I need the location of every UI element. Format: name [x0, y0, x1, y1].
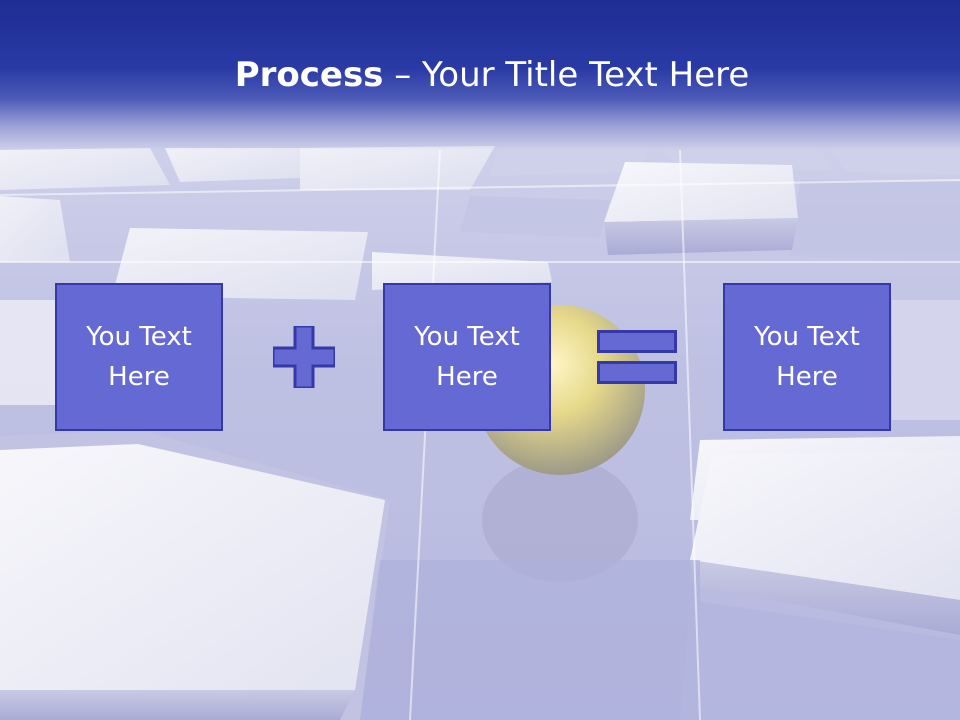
equals-icon — [597, 330, 677, 384]
text-box-3-line2: Here — [776, 362, 838, 392]
plus-icon — [273, 326, 335, 388]
text-box-3-line1: You Text — [754, 322, 860, 352]
text-box-2-line2: Here — [436, 362, 498, 392]
slide-title: Process – Your Title Text Here — [0, 50, 960, 100]
title-band — [0, 0, 960, 150]
title-bold: Process — [234, 55, 384, 95]
text-box-1-line2: Here — [108, 362, 170, 392]
title-rest: – Your Title Text Here — [383, 55, 750, 95]
text-box-1-line1: You Text — [86, 322, 192, 352]
text-box-2-line1: You Text — [414, 322, 520, 352]
